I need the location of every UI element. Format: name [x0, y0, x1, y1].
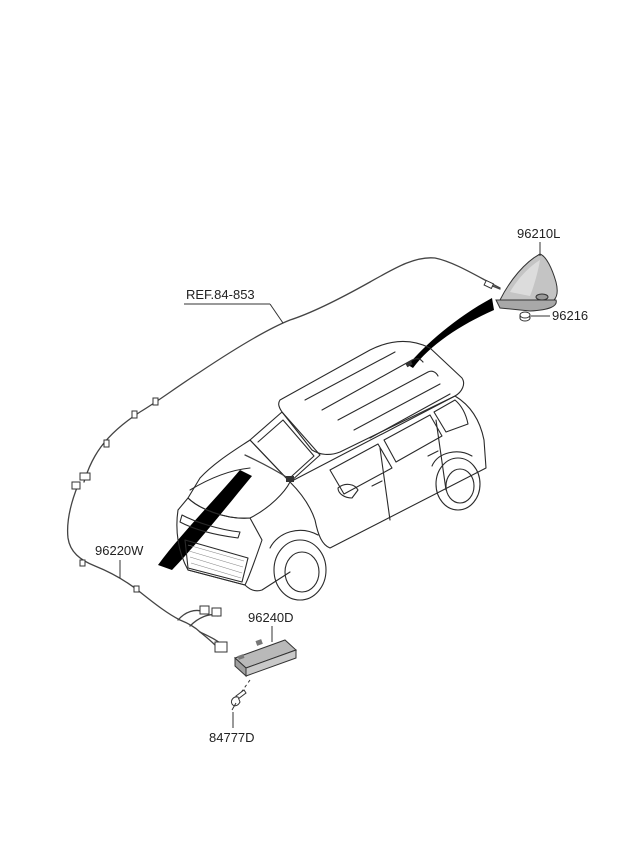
antenna-callout: 96210L	[517, 226, 560, 256]
antenna-label: 96210L	[517, 226, 560, 241]
ref-callout: REF.84-853	[184, 287, 284, 324]
vehicle-illustration	[176, 340, 487, 601]
ref-label: REF.84-853	[186, 287, 255, 302]
screw-callout: 84777D	[209, 712, 255, 745]
mounting-screw[interactable]	[231, 679, 251, 711]
screw-label: 84777D	[209, 730, 255, 745]
shark-fin-antenna[interactable]	[495, 253, 558, 312]
module-callout: 96240D	[248, 610, 294, 642]
antenna-harness[interactable]	[66, 481, 228, 653]
antenna-module[interactable]	[234, 639, 297, 678]
module-label: 96240D	[248, 610, 294, 625]
harness-callout: 96220W	[95, 543, 144, 578]
location-pointers	[158, 298, 494, 570]
harness-label: 96220W	[95, 543, 144, 558]
nut-callout: 96216	[531, 308, 588, 323]
roof-antenna-cable	[79, 257, 501, 483]
antenna-nut[interactable]	[519, 311, 531, 322]
nut-label: 96216	[552, 308, 588, 323]
